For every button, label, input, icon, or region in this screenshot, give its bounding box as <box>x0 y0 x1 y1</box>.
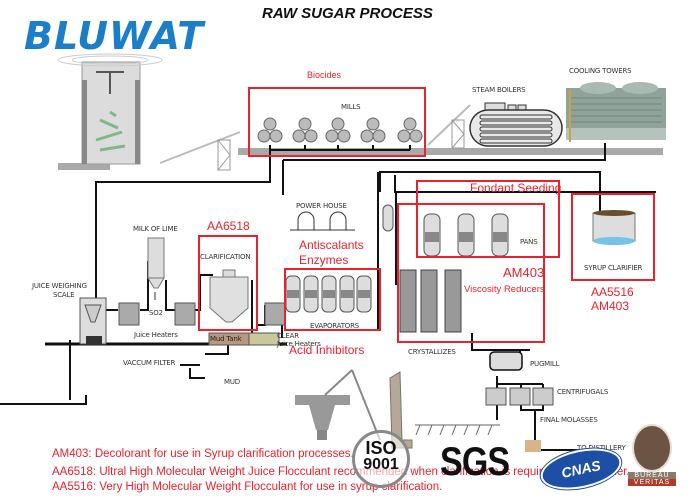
iso-text: ISO <box>365 438 397 458</box>
page-title: RAW SUGAR PROCESS <box>262 5 433 22</box>
iso-9001-badge: ISO 9001 <box>352 430 410 488</box>
legend-am403: AM403: Decolorant for use in Syrup clari… <box>52 448 354 460</box>
legend-aa6518: AA6518: Ultral High Molecular Weight Jui… <box>52 466 630 478</box>
callout-antiscalants: Antiscalants <box>299 238 364 252</box>
label-evaporators: EVAPORATORS <box>310 322 360 330</box>
mill-rollers-icon <box>257 117 423 143</box>
juice-heater-icon <box>118 302 286 326</box>
callout-biocides: Biocides <box>307 70 342 80</box>
evaporator-tubes <box>341 290 353 298</box>
label-centrifugals: CENTRIFUGALS <box>557 388 609 396</box>
label-juice-heaters: Juice Heaters <box>134 331 178 339</box>
callout-am403-syrup: AM403 <box>591 299 630 313</box>
bureau-veritas-logo: BUREAU VERITAS <box>628 472 676 486</box>
vacuum-pan-tubes <box>493 232 507 242</box>
label-so2: SO2 <box>149 309 163 317</box>
callout-fondant-seeding: Fondant Seeding <box>470 181 562 195</box>
mill-roller <box>366 117 380 131</box>
pans-highlight-box <box>416 180 560 258</box>
label-clarification: CLARIFICATION <box>200 253 251 261</box>
label-final-molasses: FINAL MOLASSES <box>540 416 598 424</box>
label-steam-boilers: STEAM BOILERS <box>472 86 526 94</box>
mill-roller <box>263 117 277 131</box>
callout-acid-inhibitors: Acid Inhibitors <box>289 343 365 357</box>
bagasse-conveyor <box>427 104 471 146</box>
evaporator-tubes <box>287 290 299 298</box>
steam-boiler-icon <box>469 102 563 147</box>
clarification-highlight-box <box>198 235 258 331</box>
evaporator-tubes <box>323 290 335 298</box>
label-vaccum-filter: VACCUM FILTER <box>123 359 176 367</box>
mill-roller <box>403 117 417 131</box>
ground-bar-shredder <box>58 163 110 170</box>
evaporator-vessels-icon <box>285 275 372 313</box>
callout-viscosity-reducers: Viscosity Reducers <box>464 284 545 295</box>
label-pugmill: PUGMILL <box>530 360 560 368</box>
bureau-veritas-seal-icon <box>632 424 672 472</box>
cane-shredder-icon <box>81 61 141 165</box>
label-scale: SCALE <box>53 291 75 299</box>
mill-roller <box>269 129 283 143</box>
clear-juice-tank <box>248 332 280 346</box>
crystallizer-highlight-box <box>397 203 545 343</box>
label-pans: PANS <box>520 238 538 246</box>
brand-logo: BLUWAT <box>24 14 205 58</box>
sugar-hopper-icon <box>295 369 381 441</box>
cnas-text: CNAS <box>559 457 603 481</box>
juice-weighing-scale-icon <box>79 297 107 345</box>
veritas-text: VERITAS <box>628 479 676 486</box>
vacuum-pan-tubes <box>425 232 439 242</box>
label-clear: CLEAR <box>277 332 299 340</box>
vacuum-pans-icon <box>423 213 509 257</box>
callout-aa5516: AA5516 <box>591 285 634 299</box>
mill-roller <box>304 129 318 143</box>
label-milk-of-lime: MILK OF LIME <box>133 225 178 233</box>
mill-roller <box>331 117 345 131</box>
iso-9001-text: 9001 <box>363 456 399 473</box>
ground-bar-mills <box>238 148 663 155</box>
callout-am403-pans: AM403 <box>503 265 545 280</box>
milk-of-lime-tank-icon <box>147 237 165 300</box>
molasses-tank <box>525 440 541 452</box>
label-mud-tank: Mud Tank <box>210 335 242 343</box>
cooling-tower-icon <box>566 82 666 142</box>
label-juice-weighing: JUICE WEIGHING <box>32 282 87 290</box>
sugar-conveyor-icon <box>415 424 500 436</box>
label-clear-juice-heaters: Juice Heaters <box>277 340 321 348</box>
label-syrup-clarifier: SYRUP CLARIFIER <box>584 264 643 272</box>
centrifugal-icon <box>485 387 554 406</box>
callout-aa6518: AA6518 <box>207 219 250 233</box>
legend-aa5516: AA5516: Very High Molecular Weight Flocc… <box>52 481 443 493</box>
label-cooling-towers: COOLING TOWERS <box>569 67 632 75</box>
pugmill-icon <box>489 351 523 371</box>
conveyor-support-icon <box>217 139 231 171</box>
label-power-house: POWER HOUSE <box>296 202 347 210</box>
label-mills: MILLS <box>341 103 361 111</box>
conveyor-ramp <box>159 131 241 164</box>
power-house-icon <box>290 211 355 231</box>
mills-manifold-pipe <box>269 145 411 151</box>
evaporator-tubes <box>358 290 370 298</box>
boiler-conveyor-support-icon <box>451 119 465 149</box>
syrup-clarifier-icon <box>592 210 636 245</box>
callout-enzymes: Enzymes <box>299 253 349 267</box>
mills-highlight-box <box>248 87 426 157</box>
syrup-clarifier-highlight-box <box>571 193 655 281</box>
evaporators-highlight-box <box>284 268 381 331</box>
label-mud: MUD <box>224 378 240 386</box>
mill-roller <box>409 129 423 143</box>
mill-roller <box>337 129 351 143</box>
sgs-logo: SGS <box>440 440 510 484</box>
vacuum-pan-tubes <box>459 232 473 242</box>
evaporator-tubes <box>305 290 317 298</box>
process-piping <box>0 143 656 451</box>
bureau-text: BUREAU <box>628 472 676 479</box>
clarifier-tank-icon <box>209 269 249 323</box>
label-crystallizes: CRYSTALLIZES <box>408 348 456 356</box>
mill-roller <box>298 117 312 131</box>
mill-roller <box>372 129 386 143</box>
condenser-icon <box>382 204 394 232</box>
crystallizer-icon <box>399 269 462 333</box>
